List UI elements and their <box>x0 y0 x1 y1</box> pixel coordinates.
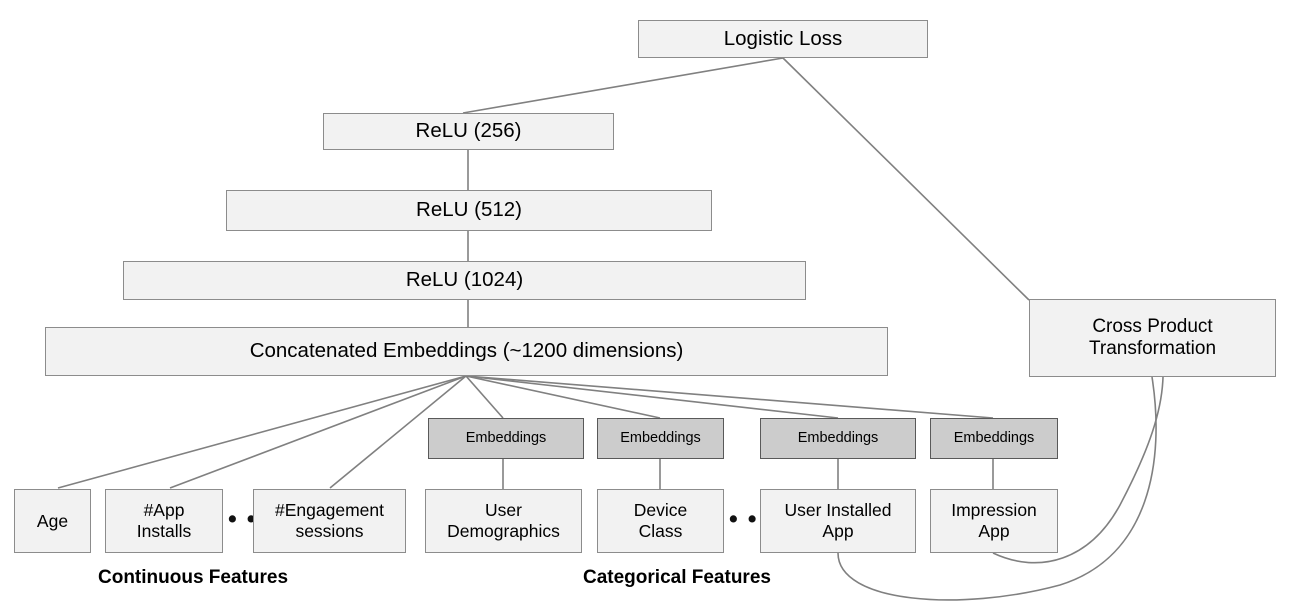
node-feature-app-installs[interactable]: #App Installs <box>105 489 223 553</box>
group-label-continuous-features: Continuous Features <box>98 567 289 588</box>
node-feature-user-installed-app-line-1: User Installed <box>784 500 892 521</box>
edge-concat-to-app-installs <box>169 375 467 489</box>
node-feature-device-class-line-1: Device <box>633 500 688 521</box>
node-feature-engagement-sessions-line-1: #Engagement <box>275 500 384 521</box>
node-feature-engagement-sessions-line-2: sessions <box>295 521 364 541</box>
node-embeddings-1-label: Embeddings <box>465 429 547 446</box>
node-feature-app-installs-line-1: #App <box>143 500 185 521</box>
node-embeddings-1[interactable]: Embeddings <box>428 418 584 459</box>
edge-concat-to-embeddings-4 <box>465 375 994 419</box>
node-feature-device-class-line-2: Class <box>638 521 683 541</box>
node-feature-engagement-sessions[interactable]: #Engagement sessions <box>253 489 406 553</box>
node-feature-user-demographics[interactable]: User Demographics <box>425 489 582 553</box>
node-embeddings-2[interactable]: Embeddings <box>597 418 724 459</box>
node-feature-impression-app-line-2: App <box>978 521 1010 541</box>
edge-loss-to-cross-product <box>782 57 1030 301</box>
node-feature-device-class[interactable]: Device Class <box>597 489 724 553</box>
node-embeddings-3[interactable]: Embeddings <box>760 418 916 459</box>
node-logistic-loss-label: Logistic Loss <box>723 26 843 50</box>
edge-concat-to-age <box>57 375 467 489</box>
edge-concat-to-embeddings-3 <box>465 375 839 419</box>
node-concatenated-embeddings-label: Concatenated Embeddings (~1200 dimension… <box>249 339 684 363</box>
node-relu-1024[interactable]: ReLU (1024) <box>123 261 806 300</box>
node-embeddings-4[interactable]: Embeddings <box>930 418 1058 459</box>
node-cross-product-line-1: Cross Product <box>1092 315 1213 337</box>
node-feature-user-installed-app-line-2: App <box>822 521 854 541</box>
node-embeddings-3-label: Embeddings <box>797 429 879 446</box>
node-relu-1024-label: ReLU (1024) <box>405 268 524 292</box>
node-embeddings-2-label: Embeddings <box>620 429 701 446</box>
node-feature-user-installed-app[interactable]: User Installed App <box>760 489 916 553</box>
node-feature-user-demographics-line-1: User <box>485 500 522 521</box>
node-feature-age[interactable]: Age <box>14 489 91 553</box>
edge-concat-to-embeddings-2 <box>465 375 661 419</box>
node-cross-product-transformation[interactable]: Cross Product Transformation <box>1029 299 1276 377</box>
group-label-categorical-features: Categorical Features <box>583 567 771 588</box>
node-feature-age-label: Age <box>36 510 69 531</box>
edge-concat-to-embeddings-1 <box>465 375 504 419</box>
node-relu-256[interactable]: ReLU (256) <box>323 113 614 150</box>
node-cross-product-line-2: Transformation <box>1088 338 1217 359</box>
node-feature-impression-app[interactable]: Impression App <box>930 489 1058 553</box>
node-concatenated-embeddings[interactable]: Concatenated Embeddings (~1200 dimension… <box>45 327 888 376</box>
node-relu-512[interactable]: ReLU (512) <box>226 190 712 231</box>
node-relu-256-label: ReLU (256) <box>415 119 522 143</box>
node-logistic-loss[interactable]: Logistic Loss <box>638 20 928 58</box>
node-embeddings-4-label: Embeddings <box>953 429 1035 446</box>
node-feature-impression-app-line-1: Impression <box>951 500 1037 521</box>
node-feature-user-demographics-line-2: Demographics <box>447 521 560 541</box>
edge-loss-to-relu256 <box>462 57 784 114</box>
node-relu-512-label: ReLU (512) <box>416 198 522 222</box>
node-feature-app-installs-line-2: Installs <box>136 521 192 541</box>
